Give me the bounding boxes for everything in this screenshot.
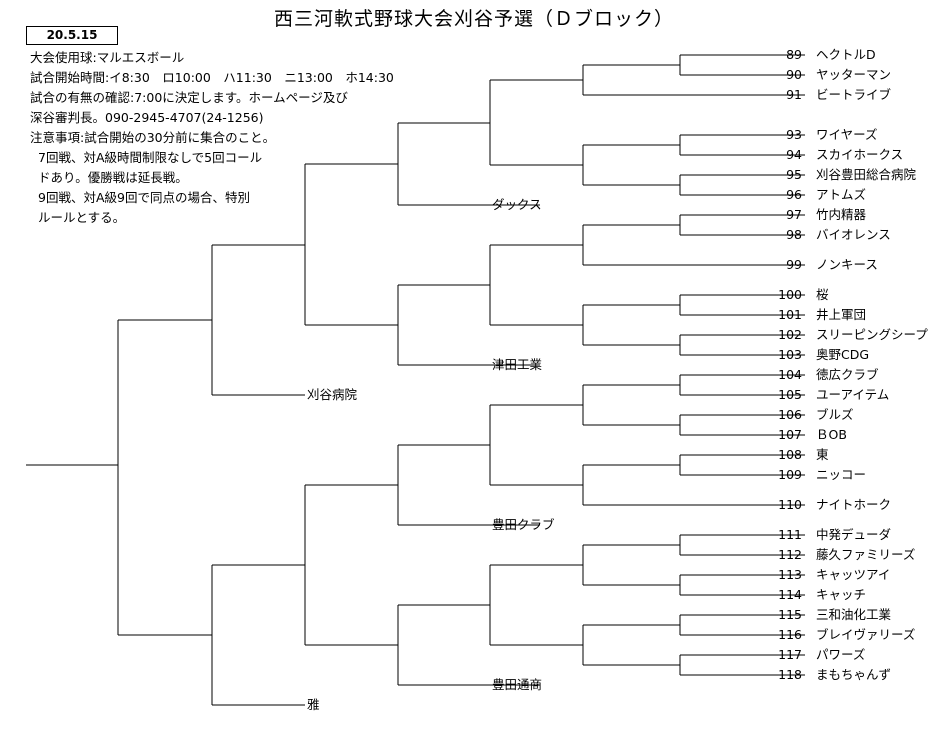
note-rule-7b: ドあり。優勝戦は延長戦。 (38, 170, 188, 185)
page-title: 西三河軟式野球大会刈谷予選（Ｄブロック） (273, 8, 674, 30)
team-name: バイオレンス (816, 227, 891, 242)
team-name: スカイホークス (816, 147, 903, 162)
team-name: 奥野CDG (816, 347, 869, 362)
winner-label: 雅 (307, 697, 320, 712)
team-name: ビートライブ (816, 87, 892, 102)
team-name: ヘクトルD (816, 47, 876, 62)
team-name: 桜 (816, 287, 829, 302)
team-name: ブレイヴァリーズ (816, 627, 915, 642)
team-name: 三和油化工業 (816, 607, 892, 622)
note-ball: 大会使用球:マルエスボール (30, 50, 185, 65)
team-name: 徳広クラブ (816, 367, 879, 382)
winner-label: 刈谷病院 (307, 387, 358, 402)
team-name: アトムズ (816, 187, 866, 202)
winner-label: 豊田通商 (492, 677, 542, 692)
team-name: ヤッターマン (816, 67, 891, 82)
team-name: 東 (816, 447, 829, 462)
team-name: まもちゃんず (816, 667, 891, 682)
team-name: キャッツアイ (816, 567, 890, 582)
note-caution: 注意事項:試合開始の30分前に集合のこと。 (30, 130, 276, 145)
winner-label: ダックス (492, 197, 542, 212)
team-name: 竹内精器 (816, 207, 867, 222)
team-name: 刈谷豊田総合病院 (816, 167, 917, 182)
team-name: ワイヤーズ (816, 127, 878, 142)
team-name: スリーピングシープ (816, 327, 928, 342)
team-name: ナイトホーク (816, 497, 891, 512)
team-name: 中発デューダ (816, 527, 891, 542)
team-name: パワーズ (816, 647, 865, 662)
note-confirm: 試合の有無の確認:7:00に決定します。ホームページ及び (30, 90, 348, 105)
team-name: ＢOB (816, 427, 847, 442)
team-name: キャッチ (816, 587, 866, 602)
team-name: 井上軍団 (816, 307, 866, 322)
note-rule-7: 7回戦、対A級時間制限なしで5回コール (38, 150, 263, 165)
date-box: 20.5.15 (26, 26, 118, 45)
note-start-times: 試合開始時間:イ8:30 ロ10:00 ハ11:30 ニ13:00 ホ14:30 (30, 70, 394, 85)
winner-label: 津田工業 (492, 357, 543, 372)
note-rule-9: 9回戦、対A級9回で同点の場合、特別 (38, 190, 250, 205)
winner-label: 豊田クラブ (492, 517, 555, 532)
note-contact: 深谷審判長。090-2945-4707(24-1256) (30, 110, 264, 125)
team-name: ニッコー (816, 467, 866, 482)
team-name: ユーアイテム (816, 387, 889, 402)
team-name: 藤久ファミリーズ (816, 547, 915, 562)
team-name: ブルズ (816, 407, 854, 422)
team-name: ノンキース (816, 257, 878, 272)
note-rule-9b: ルールとする。 (38, 210, 126, 225)
